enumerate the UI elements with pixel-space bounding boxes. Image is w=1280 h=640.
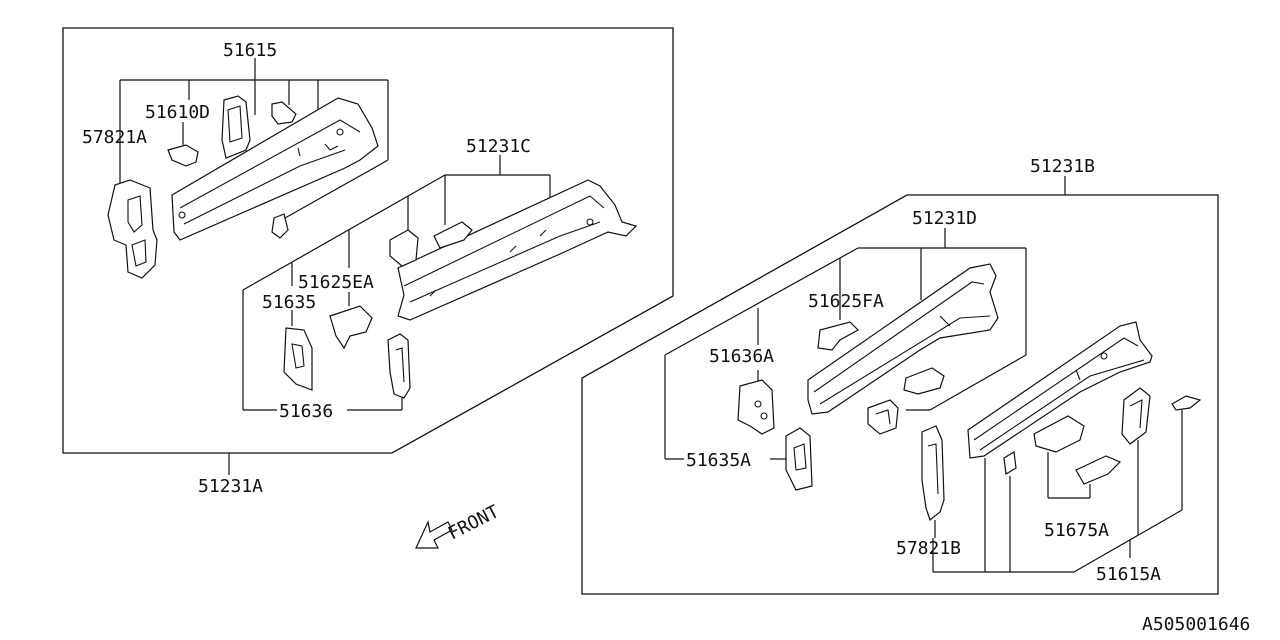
label-51625FA: 51625FA [808,291,884,312]
part-51675A-a[interactable] [1033,415,1085,453]
part-51615-rail[interactable] [171,97,379,241]
part-51231C-rail[interactable] [397,179,638,321]
part-clip-b[interactable] [271,101,297,125]
label-57821B: 57821B [896,538,961,559]
label-57821A: 57821A [82,127,147,148]
part-51636A[interactable] [737,379,775,435]
part-51615A-bracket-a[interactable] [1121,387,1151,445]
label-51615A: 51615A [1096,564,1161,585]
label-51635A: 51635A [686,450,751,471]
label-51635: 51635 [262,292,316,313]
part-57821A[interactable] [107,179,158,279]
label-front: FRONT [445,501,503,544]
bracket-51615A [932,410,1183,573]
part-51231D-block-b[interactable] [867,399,899,435]
bracket-51231D [664,228,1027,460]
front-arrow-icon [415,520,453,549]
part-51610D[interactable] [221,95,251,159]
part-51615A-clip-b[interactable] [1003,451,1017,475]
part-51231C-bracket-b[interactable] [433,221,473,249]
label-51231B: 51231B [1030,156,1095,177]
part-51636[interactable] [387,333,411,399]
part-57821B[interactable] [921,425,945,522]
part-51231D-rail[interactable] [807,263,999,415]
part-51625FA[interactable] [817,321,859,351]
label-51625EA: 51625EA [298,272,374,293]
label-51636: 51636 [279,401,333,422]
part-51231D-block-a[interactable] [903,367,945,395]
part-51615A-clip[interactable] [1171,395,1202,411]
part-51635[interactable] [283,327,313,391]
label-51675A: 51675A [1044,520,1109,541]
label-51231A: 51231A [198,476,263,497]
diagram-id: A505001646 [1142,614,1250,635]
part-51615A-rail[interactable] [967,321,1153,459]
part-51635A[interactable] [785,427,813,491]
part-51625EA[interactable] [329,305,373,350]
left-group-frame [62,27,674,454]
part-clip-c[interactable] [271,213,289,239]
part-51231C-bracket-a[interactable] [389,229,419,267]
bracket-51615 [119,58,389,219]
part-51675A-b[interactable] [1075,455,1122,485]
part-small-bracket-a[interactable] [167,144,199,167]
label-51610D: 51610D [145,102,210,123]
label-51636A: 51636A [709,346,774,367]
label-51231C: 51231C [466,136,531,157]
label-51231D: 51231D [912,208,977,229]
bracket-51231C [242,155,551,411]
label-51615: 51615 [223,40,277,61]
right-group-frame [581,194,1219,595]
